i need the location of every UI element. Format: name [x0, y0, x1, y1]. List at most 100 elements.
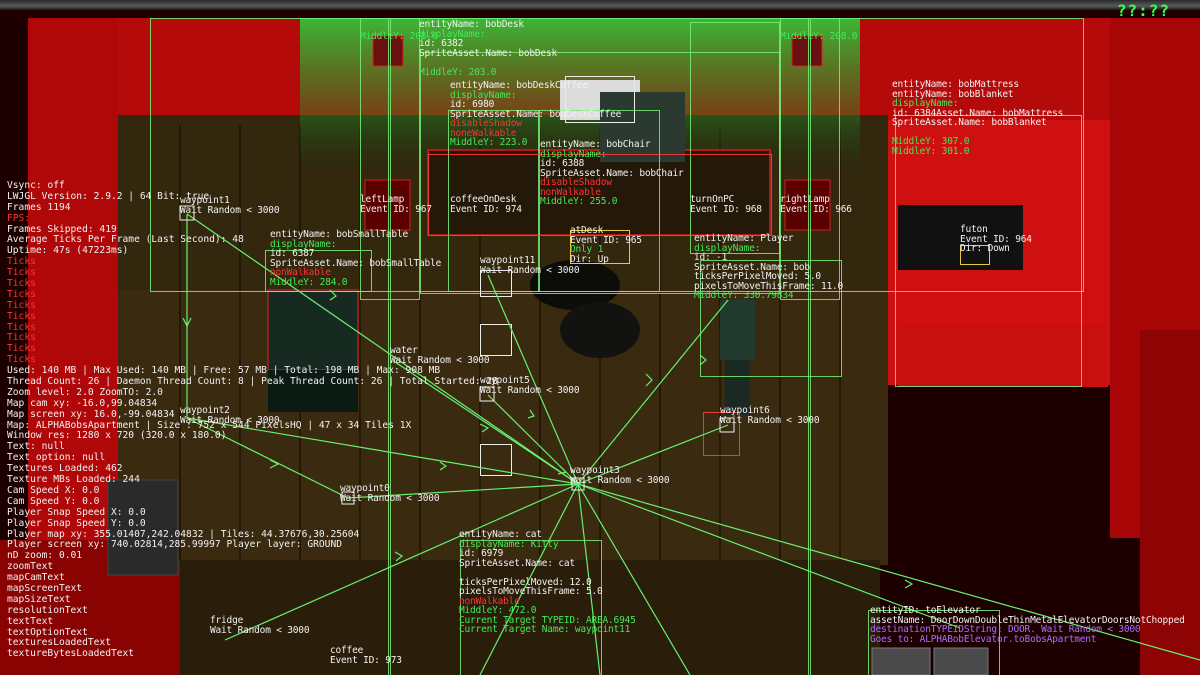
label-line: waypoint1 [180, 195, 230, 206]
label-line: Wait Random < 3000 [570, 474, 670, 486]
label-middle-left: MiddleY: 208.0 [360, 32, 437, 42]
window-top-bar [0, 0, 1200, 10]
label-line: Wait Random < 3000 [480, 264, 580, 276]
label-line: MiddleY: 223.0 [450, 137, 528, 148]
label-line: id: 6387 [270, 248, 315, 259]
hud-line: Map cam xy: -16.0,99.04834 [7, 397, 158, 409]
label-line: waypoint0 [340, 483, 390, 494]
hud-line: Uptime: 47s (47223ms) [7, 245, 129, 257]
hud-line: Text: null [7, 441, 65, 453]
hud-line: Ticks [7, 288, 36, 300]
label-line: rightLamp [780, 194, 830, 205]
hud-line: Frames 1194 [7, 201, 71, 213]
label-middle-right: MiddleY: 208.0 [780, 32, 857, 42]
label-line: waypoint6 [720, 405, 770, 416]
label-line: ticksPerPixelMoved: 12.0 [459, 576, 592, 588]
label-line: displayName: [270, 238, 337, 250]
hud-line: nD zoom: 0.01 [7, 550, 83, 562]
label-line: displayName: [694, 242, 761, 254]
label-line: waypoint2 [180, 405, 230, 416]
label-line: Current Target Name: waypoint11 [459, 624, 631, 635]
label-line: coffee [330, 645, 364, 656]
hud-line: Player Snap Speed X: 0.0 [7, 506, 146, 518]
label-line: Event ID: 968 [690, 203, 762, 215]
label-line: Wait Random < 3000 [210, 624, 310, 636]
label-line: atDesk [570, 225, 604, 236]
entity-bounds-column2 [808, 18, 811, 675]
label-line: displayName: [540, 148, 607, 160]
hud-line: Player Snap Speed Y: 0.0 [7, 517, 146, 529]
hud-line: texturesLoadedText [7, 637, 111, 649]
label-line: MiddleY: 307.0 [892, 136, 970, 147]
label-line: Event ID: 973 [330, 654, 402, 666]
hud-line: textOptionText [7, 626, 88, 638]
hud-line: textText [7, 615, 54, 627]
label-line: Event ID: 967 [360, 203, 432, 215]
label-line: entityName: bobBlanket [892, 88, 1014, 100]
area-marker-3 [480, 444, 512, 476]
label-line: id: 6980 [450, 99, 495, 110]
hud-line: Ticks [7, 278, 36, 290]
label-line: Wait Random < 3000 [480, 384, 580, 396]
label-line: SpriteAsset.Name: bobSmallTable [270, 257, 442, 269]
label-line: entityName: Player [694, 233, 794, 244]
hud-line: Average Ticks Per Frame (Last Second): 4… [7, 234, 244, 246]
hud-line: Ticks [7, 332, 36, 344]
hud-line: mapScreenText [7, 582, 83, 594]
label-line: displayName: [892, 98, 959, 109]
entity-bounds-bobchair [538, 110, 660, 292]
area-marker-4 [565, 76, 635, 123]
label-line: SpriteAsset.Name: bobBlanket [892, 117, 1047, 128]
hud-line: Cam Speed Y: 0.0 [7, 495, 100, 507]
hud-line: Window res: 1280 x 720 (320.0 x 180.0) [7, 430, 227, 442]
label-line: ticksPerPixelMoved: 5.0 [694, 271, 821, 282]
area-marker-1 [480, 270, 512, 297]
label-line: Current Target TYPEID: AREA.6945 [459, 614, 636, 626]
label-line: noneWalkable [450, 127, 517, 139]
hud-line: resolutionText [7, 604, 88, 616]
label-line: MiddleY: 284.0 [270, 276, 348, 288]
label-line: Event ID: 965 [570, 234, 642, 246]
hud-line: Ticks [7, 256, 36, 268]
label-line: Event ID: 966 [780, 203, 852, 215]
hud-line: zoomText [7, 561, 54, 573]
label-line: Wait Random < 3000 [720, 414, 820, 426]
label-line: destinationTYPEIDString: DOOR. Wait Rand… [870, 624, 1141, 635]
label-line: entityName: bobChair [540, 139, 651, 150]
label-line: nonWalkable [459, 595, 520, 607]
label-line: pixelsToMoveThisFrame: 11.0 [694, 280, 844, 292]
label-line: Wait Random < 3000 [390, 354, 490, 366]
entity-bounds-player [700, 260, 842, 377]
hud-line: LWJGL Version: 2.9.2 | 64 Bit: true [7, 190, 210, 202]
label-line: id: 6382 [419, 38, 464, 49]
label-line: MiddleY: 203.0 [419, 66, 497, 78]
label-line: entityName: bobSmallTable [270, 229, 408, 240]
event-bounds-futon [960, 245, 990, 265]
clock-readout: ??:?? [1116, 1, 1170, 20]
label-line: SpriteAsset.Name: bobChair [540, 167, 684, 179]
entity-bounds-cat [460, 540, 602, 675]
label-line: waypoint5 [480, 375, 530, 386]
entity-bounds-turnonpc [690, 22, 780, 254]
label-line: disableShadow [540, 177, 612, 188]
label-line: waypoint3 [570, 465, 620, 476]
label-line: Wait Random < 3000 [180, 414, 280, 426]
label-line: nonWalkable [270, 267, 331, 278]
hud-line: Map screen xy: 16.0,-99.04834 [7, 408, 175, 420]
label-line: entityName: bobMattress [892, 79, 1019, 90]
label-line: entityID: toElevator [870, 605, 981, 616]
